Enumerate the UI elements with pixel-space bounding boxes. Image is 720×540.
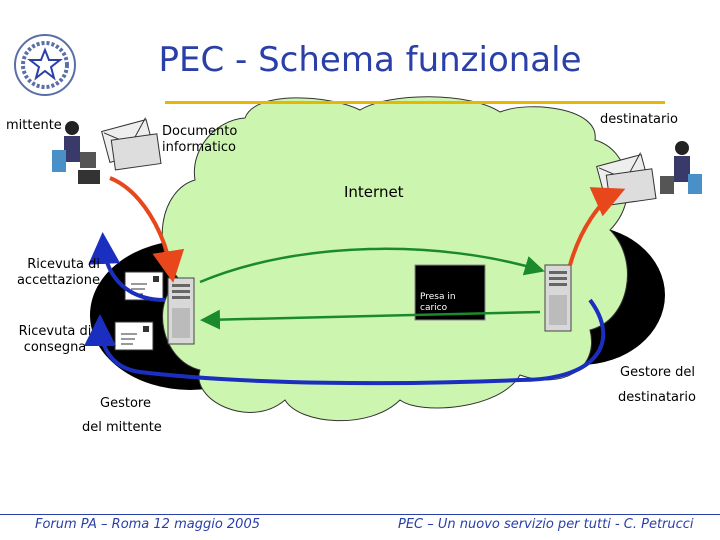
send-arrow — [109, 176, 185, 283]
sender-provider-label: Gestore — [100, 396, 151, 411]
taken-in-charge-arrow — [200, 309, 541, 330]
recipient-provider-label: Gestore del — [620, 365, 695, 380]
footer-rule — [0, 514, 720, 515]
recipient-server-icon — [544, 264, 572, 332]
sender-label: mittente — [6, 118, 62, 133]
envelope-icon — [101, 117, 162, 171]
acceptance-receipt-arrow — [88, 232, 166, 302]
internet-label: Internet — [344, 183, 404, 201]
recipient-user-icon — [660, 141, 702, 194]
user-at-computer-icon — [52, 121, 100, 184]
recipient-label: destinatario — [600, 112, 678, 127]
deliver-arrow — [568, 187, 626, 266]
acceptance-receipt-label: Ricevuta di accettazione — [16, 257, 100, 288]
delivery-receipt-label: Ricevuta di consegna — [18, 324, 92, 355]
transfer-arrow — [199, 247, 545, 284]
taken-in-charge-label: Presa in carico — [420, 292, 456, 313]
recipient-provider-label-2: destinatario — [618, 390, 696, 405]
sender-server-icon — [167, 277, 195, 345]
delivery-receipt-arrow — [84, 298, 606, 386]
delivery-receipt-icon — [114, 321, 154, 351]
page-title: PEC - Schema funzionale — [158, 40, 582, 80]
document-label: Documento informatico — [162, 124, 238, 155]
emblem-icon — [14, 34, 76, 96]
presa-in-carico-box — [414, 264, 486, 321]
sender-provider-label-2: del mittente — [82, 420, 162, 435]
footer-left: Forum PA – Roma 12 maggio 2005 — [35, 517, 260, 532]
title-rule — [165, 101, 665, 104]
footer-right: PEC – Un nuovo servizio per tutti - C. P… — [398, 517, 694, 532]
